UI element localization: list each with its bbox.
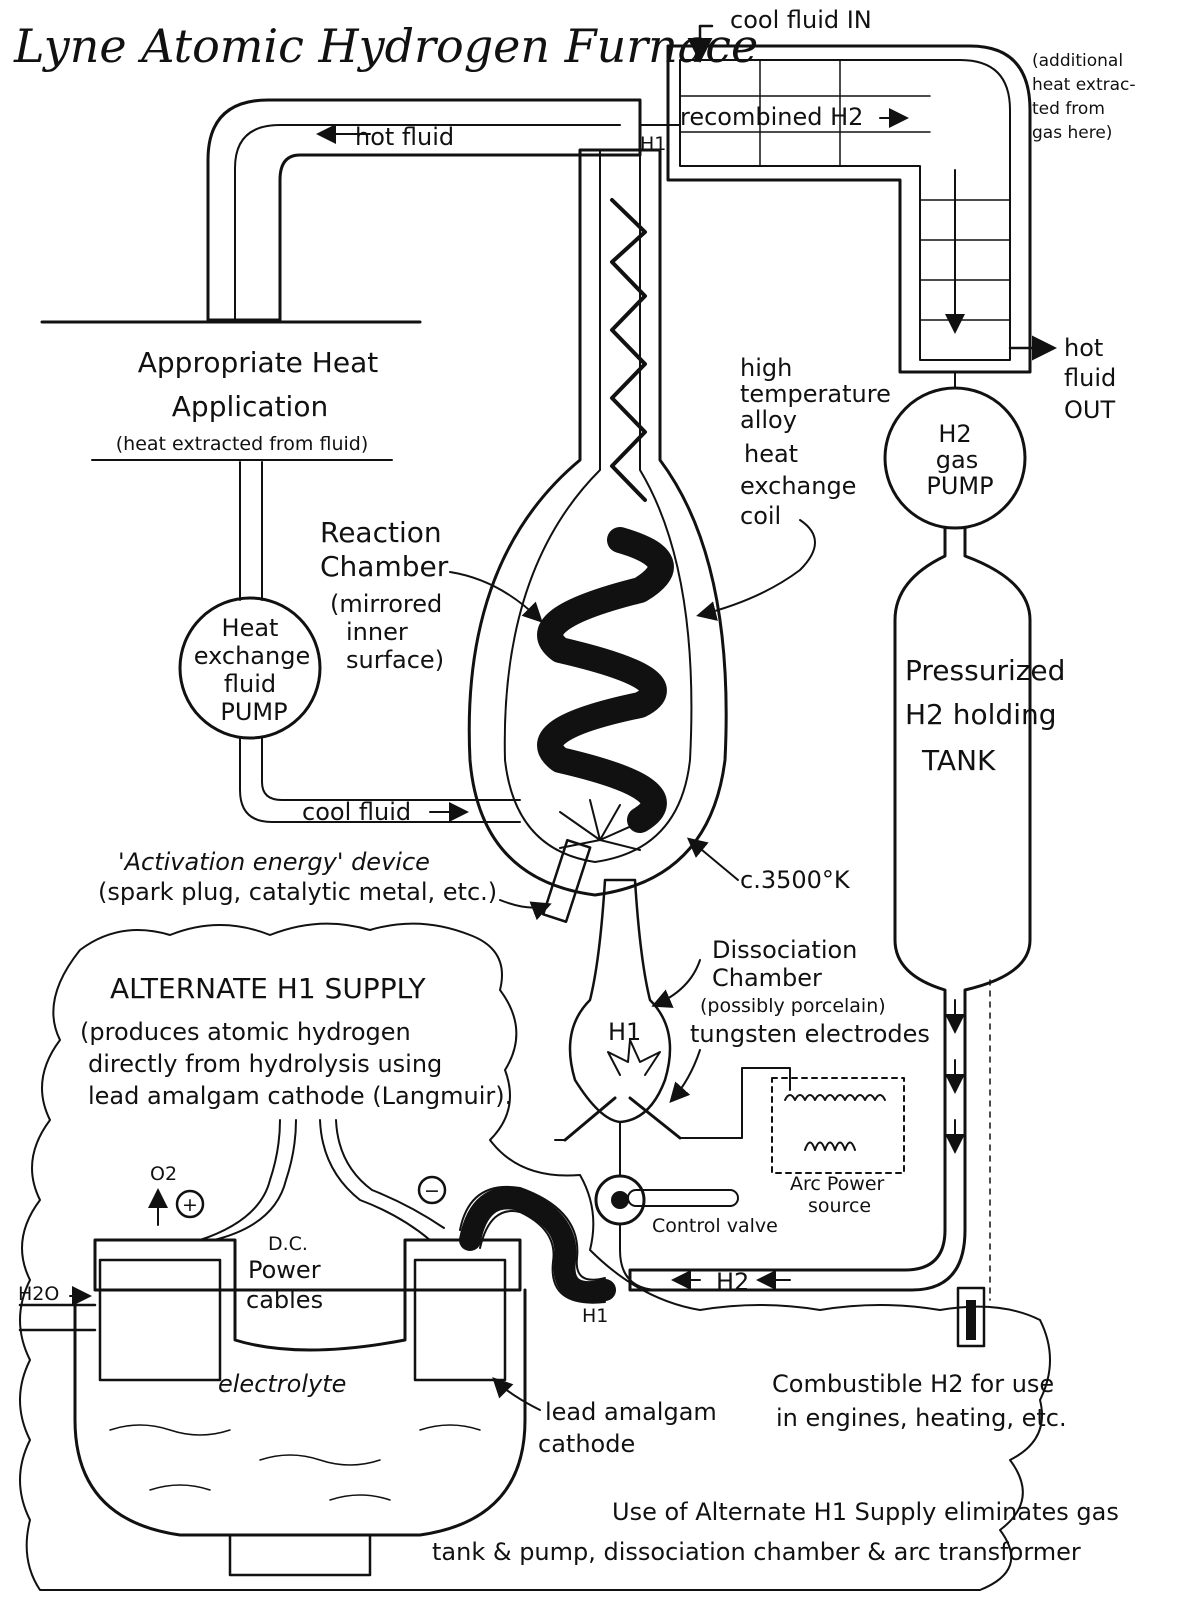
coil-line-5: exchange [740, 472, 856, 500]
alt-supply-line-4: lead amalgam cathode (Langmuir). [88, 1082, 512, 1110]
gas-pump-line-1: H2 [938, 420, 971, 448]
tungsten-electrodes [565, 1098, 680, 1140]
reaction-chamber-line-3: (mirrored [330, 590, 442, 618]
electrode-pointer [672, 1050, 700, 1100]
alt-supply-line-3: directly from hydrolysis using [88, 1050, 442, 1078]
temperature-label: c.3500°K [740, 866, 851, 894]
heat-application-line-2: Application [172, 390, 328, 423]
hot-fluid-out-line-1: hot [1064, 334, 1103, 362]
h1-top-label: H1 [640, 133, 666, 155]
diagram-title: Lyne Atomic Hydrogen Furnace [13, 19, 758, 73]
electrolyte-label: electrolyte [218, 1370, 346, 1398]
transformer-coil-upper [785, 1095, 885, 1100]
reaction-chamber-line-1: Reaction [320, 516, 442, 549]
additional-heat-line-2: heat extrac- [1032, 75, 1136, 95]
cathode-line-1: lead amalgam [545, 1398, 717, 1426]
reaction-chamber-line-5: surface) [346, 646, 444, 674]
water-inlet-pipe [20, 1305, 95, 1330]
cool-fluid-label: cool fluid [302, 798, 411, 826]
dissociation-bulb [570, 880, 670, 1122]
additional-heat-line-3: ted from [1032, 99, 1105, 119]
combustible-line-1: Combustible H2 for use [772, 1370, 1054, 1398]
footer-line-2: tank & pump, dissociation chamber & arc … [432, 1538, 1081, 1566]
fluid-pump-line-4: PUMP [220, 698, 287, 726]
coil-line-3: alloy [740, 406, 797, 434]
cathode-pointer [495, 1380, 540, 1410]
dissociation-line-2: Chamber [712, 964, 822, 992]
activation-pointer [500, 900, 548, 908]
o2-label: O2 [150, 1163, 177, 1185]
h1-pipe-label: H1 [582, 1305, 608, 1327]
coil-line-6: coil [740, 502, 781, 530]
gas-pump-line-2: gas [936, 446, 978, 474]
tank-line-3: TANK [921, 744, 996, 777]
hot-fluid-label: hot fluid [355, 123, 454, 151]
h2-return-label: H2 [716, 1268, 749, 1296]
dissociation-pointer [655, 960, 700, 1005]
h1-bulb-label: H1 [608, 1018, 641, 1046]
cool-fluid-in-label: cool fluid IN [730, 6, 872, 34]
hot-fluid-out-line-3: OUT [1064, 396, 1115, 424]
dc-cables-line-2: Power [248, 1256, 321, 1284]
recombined-label: recombined H2 [680, 103, 863, 131]
arc-power-box [772, 1078, 904, 1173]
additional-heat-line-4: gas here) [1032, 123, 1112, 143]
activation-line-2: (spark plug, catalytic metal, etc.) [98, 878, 497, 906]
fluid-pump-line-3: fluid [224, 670, 276, 698]
dissociation-line-1: Dissociation [712, 936, 857, 964]
fluid-pump-line-2: exchange [194, 642, 310, 670]
heat-application-line-1: Appropriate Heat [138, 346, 378, 379]
coil-line-2: temperature [740, 380, 891, 408]
recombination-exchanger [668, 46, 1030, 372]
activation-device-icon [543, 840, 590, 922]
gas-pump-line-3: PUMP [926, 472, 993, 500]
temperature-pointer [690, 840, 738, 880]
tank-line-2: H2 holding [905, 698, 1057, 731]
combustible-line-2: in engines, heating, etc. [776, 1404, 1067, 1432]
dissociation-line-4: tungsten electrodes [690, 1020, 930, 1048]
heat-application-line-3: (heat extracted from fluid) [116, 433, 368, 455]
reaction-chamber-line-2: Chamber [320, 550, 449, 583]
additional-heat-line-1: (additional [1032, 51, 1123, 71]
alt-supply-line-2: (produces atomic hydrogen [80, 1018, 411, 1046]
cathode-line-2: cathode [538, 1430, 635, 1458]
dissociation-line-3: (possibly porcelain) [700, 995, 886, 1017]
alt-supply-line-1: ALTERNATE H1 SUPPLY [110, 972, 426, 1005]
positive-cable [200, 1120, 296, 1240]
electrode-wiring [555, 1068, 790, 1140]
coil-line-4: heat [744, 440, 798, 468]
hot-fluid-out-line-2: fluid [1064, 364, 1116, 392]
minus-label: − [424, 1180, 440, 1202]
dc-cables-line-3: cables [246, 1286, 323, 1314]
reaction-chamber-line-4: inner [346, 618, 408, 646]
arc-power-line-1: Arc Power [790, 1173, 885, 1195]
control-valve-label: Control valve [652, 1215, 778, 1237]
arc-power-line-2: source [808, 1195, 871, 1217]
dc-cables-line-1: D.C. [268, 1233, 308, 1255]
plus-label: + [182, 1194, 198, 1216]
valve-hub [611, 1191, 629, 1209]
h2o-label: H2O [18, 1283, 59, 1305]
footer-line-1: Use of Alternate H1 Supply eliminates ga… [612, 1498, 1119, 1526]
coil-line-1: high [740, 354, 792, 382]
fluid-pump-line-1: Heat [222, 614, 279, 642]
activation-line-1: 'Activation energy' device [118, 848, 430, 876]
transformer-coil-lower [805, 1143, 855, 1151]
tank-line-1: Pressurized [905, 654, 1065, 687]
